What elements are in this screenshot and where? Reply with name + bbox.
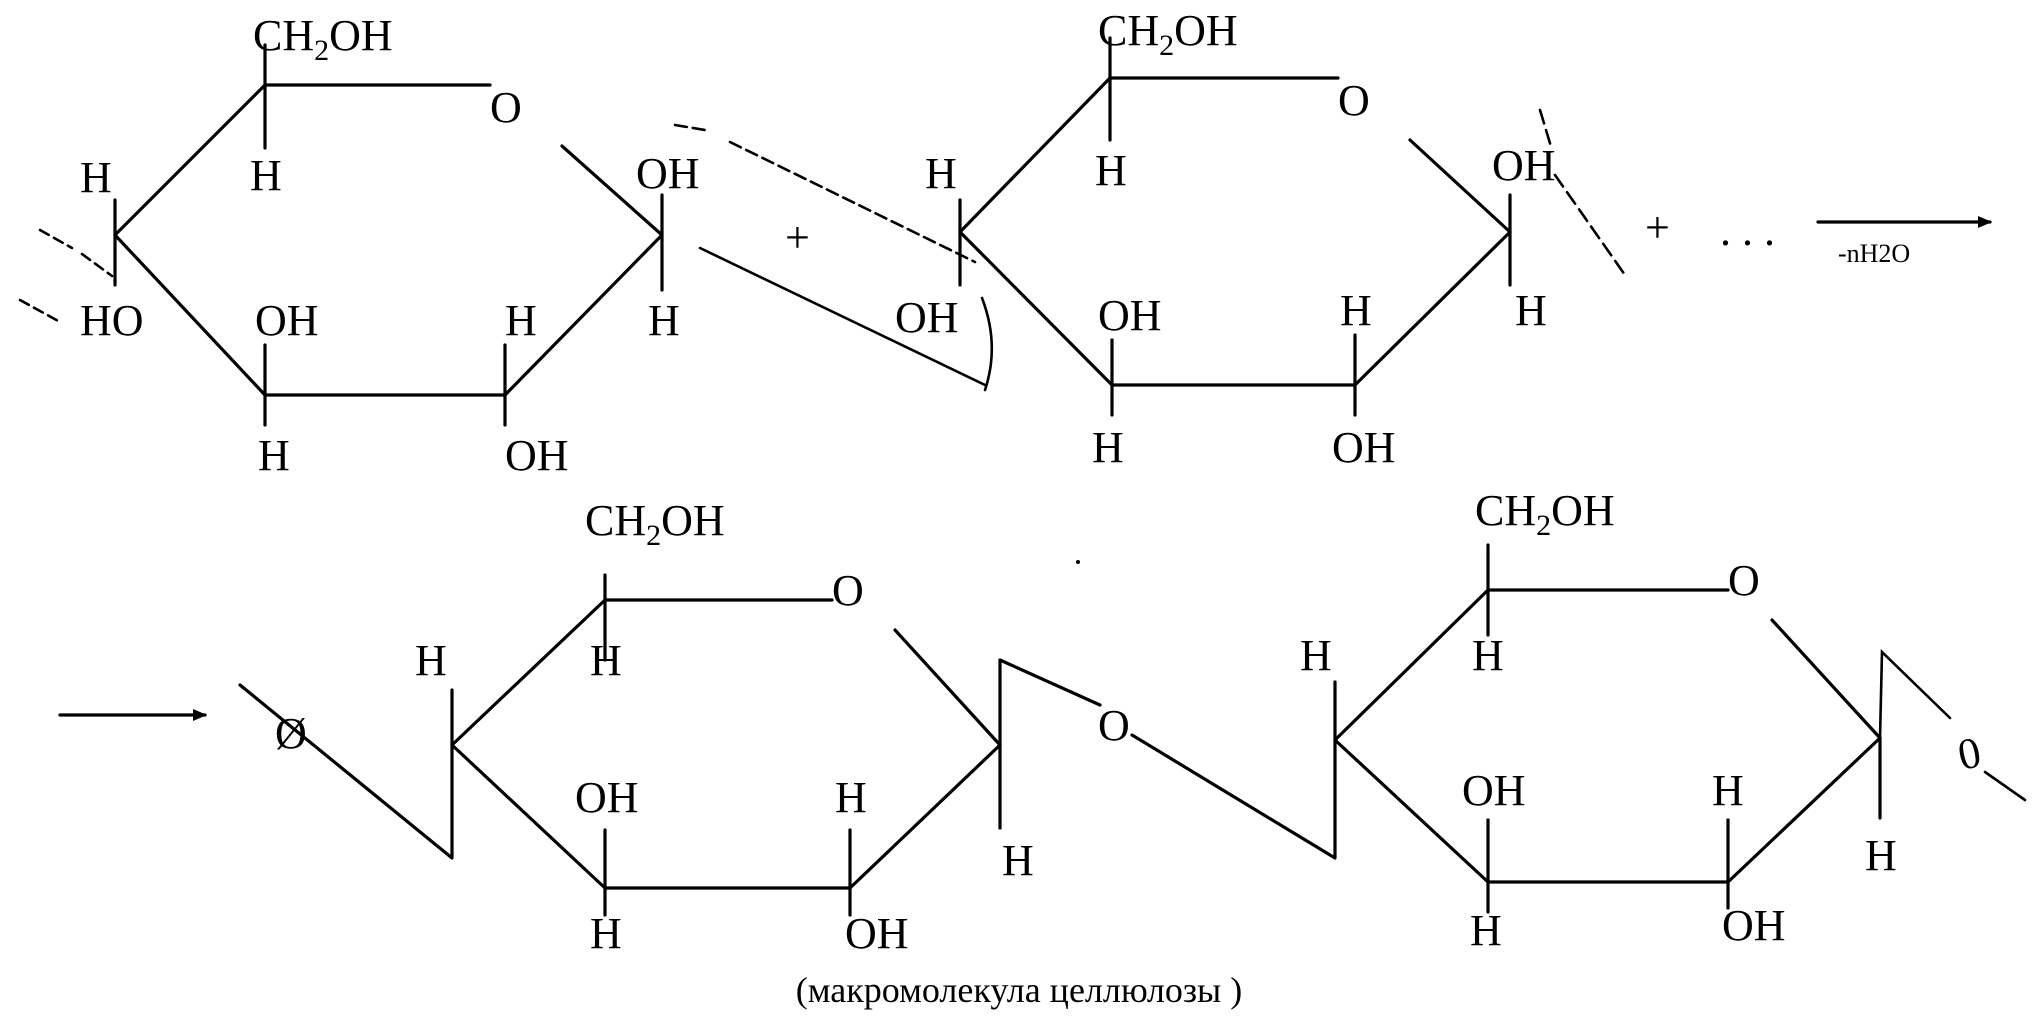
ring-4-c3-h-label: H — [1470, 906, 1502, 955]
ring-3-c4-h-label: H — [415, 636, 447, 685]
ring-1-c1-oh-label: OH — [636, 149, 700, 198]
ring-3-c2-oh-label: OH — [845, 909, 909, 958]
ring-2-c2-oh-label: OH — [1332, 423, 1396, 472]
ring-1-ring-oxygen: O — [490, 83, 522, 132]
hand-curve-1 — [980, 296, 994, 392]
ring-3-ring-oxygen: O — [832, 566, 864, 615]
glycosidic-oxygen: O — [1098, 701, 1130, 750]
ring-2-c3-h-label: H — [1092, 423, 1124, 472]
reaction-condition: -nH2O — [1838, 239, 1910, 268]
hand-line-1 — [698, 246, 987, 387]
glucose-ring-4: CH2OH O H H OH H H H OH — [1300, 486, 1897, 955]
ring-1-c4-ho-label: HO — [80, 296, 144, 345]
ring-1-c2-oh-label: OH — [505, 431, 569, 480]
ring-3-c1-h-label: H — [1002, 836, 1034, 885]
caption: (макромолекула целлюлозы ) — [796, 970, 1242, 1010]
ring-2-c4-h-label: H — [925, 149, 957, 198]
hand-dash-2 — [18, 298, 62, 324]
ring-3-bonds — [450, 598, 1002, 890]
ring-1-c1-h-label: H — [648, 296, 680, 345]
hand-dash-3 — [673, 123, 977, 264]
ring-4-c2-oh-label: OH — [1722, 901, 1786, 950]
right-tail-bond — [1983, 770, 2027, 802]
ring-1-bonds — [113, 83, 664, 397]
ring-2-c4-oh-label: OH — [895, 293, 959, 342]
glycosidic-bond-right — [1130, 733, 1337, 860]
ring-4-c2-h-label: H — [1712, 766, 1744, 815]
ring-4-c3-oh-label: OH — [1462, 766, 1526, 815]
ring-2-c3-oh-label: OH — [1098, 291, 1162, 340]
ring-4-c4-h-label: H — [1300, 631, 1332, 680]
ring-1-ch2oh-label: CH2OH — [253, 11, 393, 67]
right-chain-bond — [1878, 648, 1952, 740]
hand-dash-1 — [38, 228, 114, 278]
ring-3-c5-h-label: H — [590, 636, 622, 685]
ring-4-bonds — [1333, 588, 1882, 884]
ring-4-ch2oh-label: CH2OH — [1475, 486, 1615, 542]
ring-2-c2-h-label: H — [1340, 286, 1372, 335]
ring-3-c3-oh-label: OH — [575, 773, 639, 822]
glucose-ring-2: CH2OH O H H OH OH OH H H H OH — [895, 6, 1556, 472]
hand-dash-4 — [1538, 108, 1627, 277]
ring-1-c3-h-label: H — [258, 431, 290, 480]
ring-3-c3-h-label: H — [590, 909, 622, 958]
ring-2-ch2oh-label: CH2OH — [1098, 6, 1238, 62]
ring-2-c5-h-label: H — [1095, 146, 1127, 195]
plus-sign-2: + — [1645, 203, 1670, 252]
glucose-ring-1: CH2OH O H H OH HO OH H H H OH — [80, 11, 700, 480]
ring-1-c4-h-label: H — [80, 153, 112, 202]
ring-2-bonds — [958, 76, 1512, 387]
ellipsis: . . . — [1720, 206, 1775, 255]
plus-sign-1: + — [785, 213, 810, 262]
ring-4-ring-oxygen: O — [1728, 556, 1760, 605]
ring-1-c3-oh-label: OH — [255, 296, 319, 345]
stray-dot — [1076, 560, 1080, 564]
handwritten-marks-left — [18, 123, 994, 392]
ring-2-c1-h-label: H — [1515, 286, 1547, 335]
ring-2-c1-oh-label: OH — [1492, 141, 1556, 190]
left-chain-bond — [238, 683, 454, 860]
ring-2-ring-oxygen: O — [1338, 76, 1370, 125]
glucose-ring-3: CH2OH O H H OH H H H OH — [415, 496, 1034, 958]
ring-1-c5-h-label: H — [250, 151, 282, 200]
hand-right-oxygen: 0 — [1953, 727, 1985, 780]
ring-3-ch2oh-label: CH2OH — [585, 496, 725, 552]
ring-1-c2-h-label: H — [505, 296, 537, 345]
ring-4-c1-h-label: H — [1865, 831, 1897, 880]
glycosidic-bond-left — [998, 658, 1102, 747]
ring-4-c5-h-label: H — [1472, 631, 1504, 680]
ring-3-c2-h-label: H — [835, 773, 867, 822]
